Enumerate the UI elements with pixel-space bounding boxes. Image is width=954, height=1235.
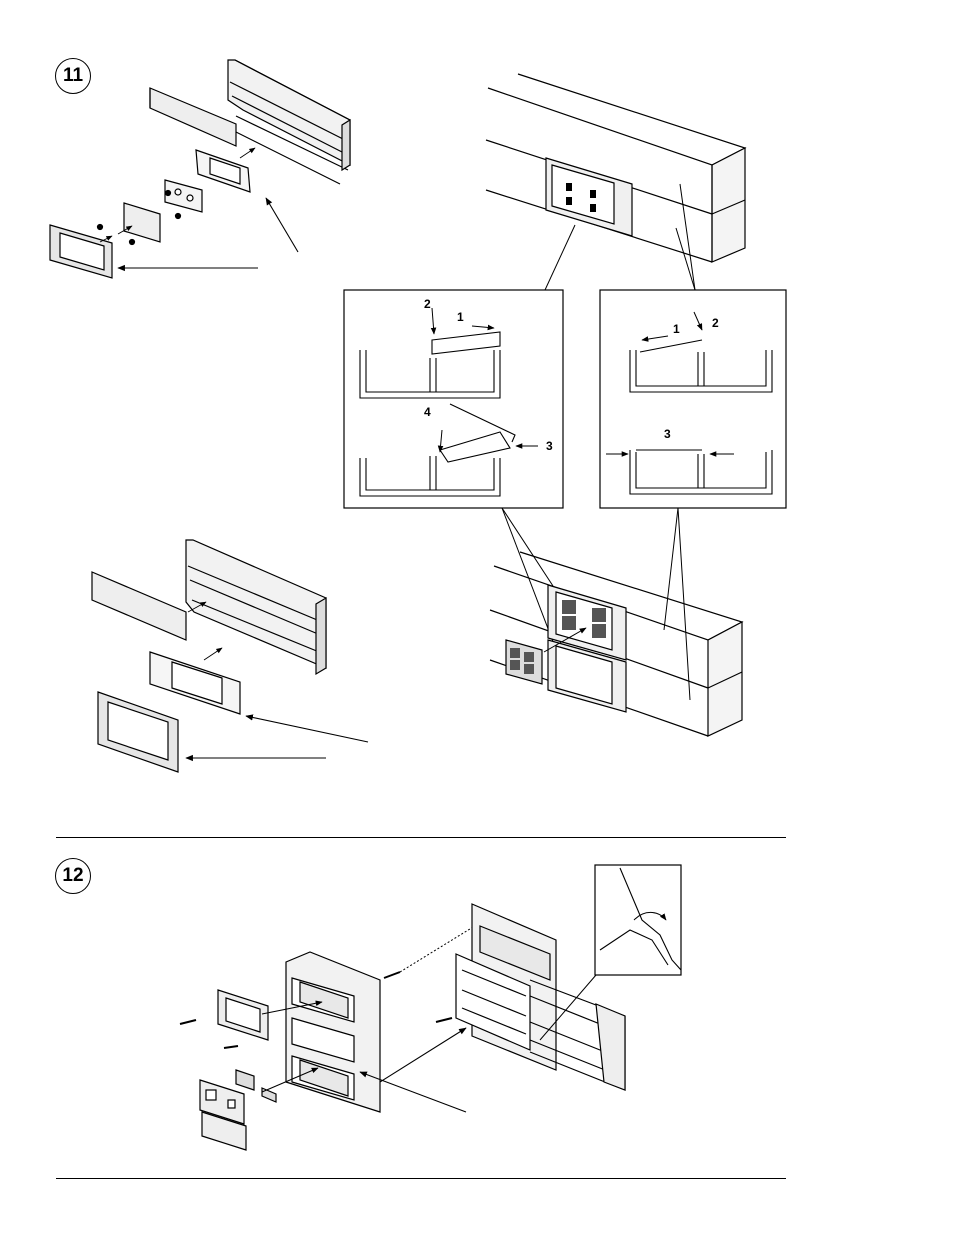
triple-faceplate [286, 952, 380, 1112]
callout-left-4: 4 [424, 405, 431, 419]
detail-box-right: 1 2 3 [600, 290, 786, 508]
raceway-base-segment [228, 60, 350, 184]
callout-right-2: 2 [712, 316, 719, 330]
callout-right-3: 3 [664, 427, 671, 441]
leader-faceplate-arrow [380, 1028, 466, 1082]
detail-box-left: 2 1 4 3 [344, 290, 563, 508]
exploded-view-single-outlet [50, 60, 350, 278]
callout-right-1: 1 [673, 322, 680, 336]
leader-left-detail [545, 225, 575, 290]
raceway-assembly-lower [490, 552, 742, 736]
loose-data-module [506, 640, 542, 684]
raceway-base-segment-lower [186, 540, 326, 674]
cover-strip-lower [92, 572, 186, 640]
leader-right-detail-b [676, 228, 695, 290]
receptacle-device [165, 180, 202, 212]
leader-lower-right-a [664, 508, 678, 630]
callout-left-2: 2 [424, 297, 431, 311]
leader-right-detail-a [680, 184, 695, 290]
leader-arrow-bracket-lower [246, 716, 368, 742]
raceway-assembly-upper [486, 74, 745, 262]
blank-plate-top [218, 990, 268, 1040]
callout-left-1: 1 [457, 310, 464, 324]
faceplate-frame-lower [98, 692, 178, 772]
cover-strip [150, 88, 236, 146]
leader-arrow-bracket [266, 198, 298, 252]
device-plate [124, 203, 160, 242]
device-bracket-lower [150, 652, 240, 714]
exploded-view-data-frame [92, 540, 326, 772]
faceplate-frame [50, 225, 112, 278]
callout-left-3: 3 [546, 439, 553, 453]
inset-detail-hinge [595, 865, 681, 975]
multi-gang-box-exploded [180, 952, 452, 1150]
outlet-cover-box [546, 158, 632, 236]
